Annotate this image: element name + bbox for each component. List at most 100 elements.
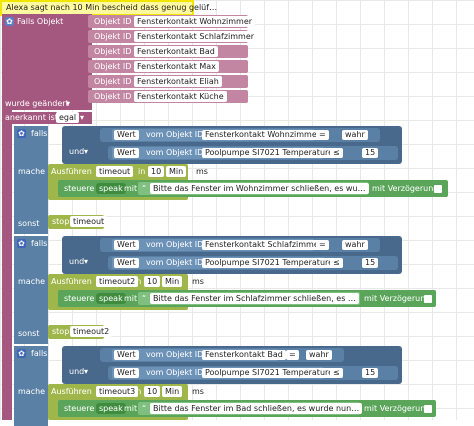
value-label: Wert [114, 350, 139, 360]
operator-dropdown[interactable]: ≤ [330, 368, 343, 378]
object-id-value[interactable]: Fensterkontakt Max [134, 61, 219, 72]
gear-icon[interactable]: ✿ [17, 349, 26, 358]
quote-close-icon: ” [350, 404, 355, 413]
quote-close-icon: ” [350, 294, 355, 303]
run-label: Ausführen [51, 387, 92, 396]
value-label: Wert [114, 240, 139, 250]
trigger-type-dropdown[interactable]: wurde geändert [5, 99, 69, 108]
value-label: Wert [114, 130, 139, 140]
speak-text[interactable]: Bitte das Fenster im Schlafzimmer schlie… [150, 293, 359, 304]
delay-value[interactable]: 10 [148, 166, 165, 177]
chevron-down-icon: ▾ [80, 113, 85, 122]
condition-object-id[interactable]: Fensterkontakt Schlafzimmer [202, 240, 326, 250]
chevron-down-icon: ▾ [66, 99, 71, 108]
with-delay-label: mit Verzögerung [372, 184, 439, 193]
with-label: mit [124, 294, 138, 303]
if-block-arm [14, 346, 22, 426]
object-id-value[interactable]: Fensterkontakt Eliah [134, 76, 222, 87]
delay-value[interactable]: 10 [144, 276, 161, 287]
delay-unit-dropdown[interactable]: Min [162, 386, 183, 397]
do-label: mache [18, 277, 46, 286]
object-id-prefix: Objekt ID [94, 92, 132, 101]
quote-open-icon: “ [142, 404, 147, 413]
in-label: in [134, 387, 142, 396]
condition-object-id[interactable]: Fensterkontakt Bad [202, 350, 286, 360]
speak-state-dropdown[interactable]: speak [96, 183, 126, 194]
object-id-value[interactable]: Fensterkontakt Schlafzimmer [134, 31, 258, 42]
speak-text[interactable]: Bitte das Fenster im Bad schließen, es w… [150, 403, 363, 414]
object-id-prefix: Objekt ID [94, 32, 132, 41]
chevron-down-icon: ▾ [134, 368, 139, 377]
object-id-prefix: Objekt ID [94, 62, 132, 71]
do-label: mache [18, 167, 46, 176]
delay-checkbox[interactable] [434, 185, 442, 193]
ack-dropdown[interactable]: egal [56, 112, 80, 123]
trigger-block-arm [2, 14, 12, 420]
condition-object-id[interactable]: Poolpumpe SI7021 Temperature [202, 148, 337, 158]
value-label: Wert [114, 148, 139, 158]
delay-unit-dropdown[interactable]: Min [162, 276, 183, 287]
number-value[interactable]: 15 [362, 258, 379, 268]
speak-text[interactable]: Bitte das Fenster im Wohnzimmer schließe… [150, 183, 369, 194]
chevron-down-icon: ▾ [84, 147, 89, 156]
control-label: steuere [64, 184, 95, 193]
gear-icon[interactable]: ✿ [5, 17, 14, 26]
timeout-name[interactable]: timeout3 [96, 386, 139, 397]
operator-dropdown[interactable]: = [286, 350, 299, 360]
value-label: Wert [114, 258, 139, 268]
boolean-value-dropdown[interactable]: wahr [342, 240, 368, 250]
from-object-label: vom Objekt ID [146, 350, 204, 359]
with-delay-label: mit Verzögerung [364, 294, 431, 303]
condition-object-id[interactable]: Poolpumpe SI7021 Temperature [202, 258, 337, 268]
object-id-value[interactable]: Fensterkontakt Wohnzimmer [134, 16, 256, 27]
operator-dropdown[interactable]: = [316, 240, 329, 250]
and-operator-dropdown[interactable]: und [66, 366, 88, 377]
control-label: steuere [64, 404, 95, 413]
with-delay-label: mit Verzögerung [364, 404, 431, 413]
speak-state-dropdown[interactable]: speak [96, 403, 126, 414]
boolean-value-dropdown[interactable]: wahr [342, 130, 368, 140]
condition-object-id[interactable]: Fensterkontakt Wohnzimmer [202, 130, 324, 140]
ack-label: anerkannt ist [5, 113, 58, 122]
with-label: mit [124, 184, 138, 193]
object-id-value[interactable]: Fensterkontakt Küche [134, 91, 227, 102]
chevron-down-icon: ▾ [134, 240, 139, 249]
stop-timeout-name[interactable]: timeout [70, 216, 108, 227]
with-label: mit [124, 404, 138, 413]
else-label: sonst [18, 219, 40, 228]
quote-open-icon: “ [142, 294, 147, 303]
condition-object-id[interactable]: Poolpumpe SI7021 Temperature [202, 368, 337, 378]
operator-dropdown[interactable]: ≤ [330, 258, 343, 268]
delay-checkbox[interactable] [424, 295, 432, 303]
falls-label: falls [31, 349, 48, 358]
if-block-arm [14, 126, 22, 234]
control-label: steuere [64, 294, 95, 303]
boolean-value-dropdown[interactable]: wahr [306, 350, 332, 360]
delay-unit-dropdown[interactable]: Min [166, 166, 187, 177]
object-id-value[interactable]: Fensterkontakt Bad [134, 46, 218, 57]
and-operator-dropdown[interactable]: und [66, 146, 88, 157]
timeout-name[interactable]: timeout2 [96, 276, 139, 287]
delay-value[interactable]: 10 [144, 386, 161, 397]
number-value[interactable]: 15 [362, 148, 379, 158]
speak-state-dropdown[interactable]: speak [96, 293, 126, 304]
stop-label: stop [52, 217, 70, 226]
object-id-prefix: Objekt ID [94, 17, 132, 26]
gear-icon[interactable]: ✿ [17, 129, 26, 138]
operator-dropdown[interactable]: ≤ [330, 148, 343, 158]
from-object-label: vom Objekt ID [146, 368, 204, 377]
trigger-changed-row [2, 98, 74, 110]
number-value[interactable]: 15 [362, 368, 379, 378]
quote-close-icon: ” [358, 184, 363, 193]
from-object-label: vom Objekt ID [146, 240, 204, 249]
stop-label: stop [52, 327, 70, 336]
timeout-name[interactable]: timeout [96, 166, 134, 177]
chevron-down-icon: ▾ [134, 148, 139, 157]
operator-dropdown[interactable]: = [316, 130, 329, 140]
trigger-block[interactable] [2, 14, 92, 110]
gear-icon[interactable]: ✿ [17, 239, 26, 248]
and-operator-dropdown[interactable]: und [66, 256, 88, 267]
delay-checkbox[interactable] [424, 405, 432, 413]
from-object-label: vom Objekt ID [146, 130, 204, 139]
stop-timeout-name[interactable]: timeout2 [70, 326, 113, 337]
